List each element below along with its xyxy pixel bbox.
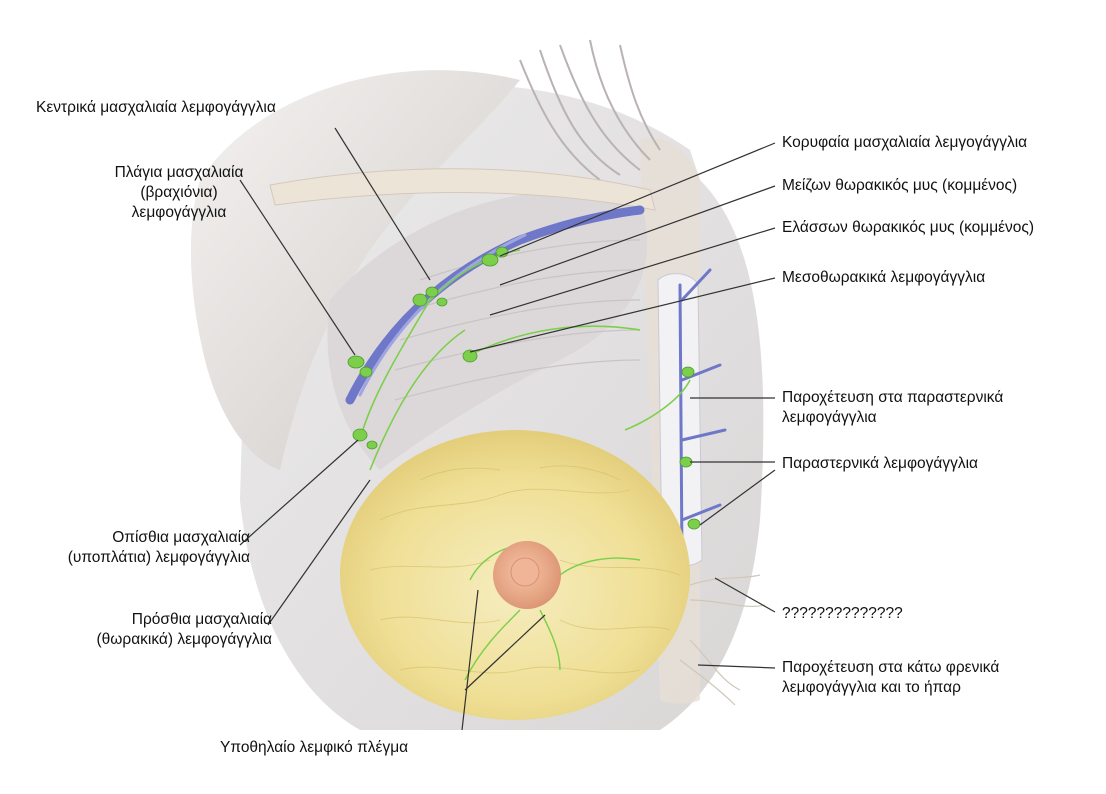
label-posterior-axillary-nodes: Οπίσθια μασχαλιαία (υποπλάτια) λεμφογάγγ… — [20, 528, 250, 568]
label-interpectoral-nodes: Μεσοθωρακικά λεμφογάγγλια — [782, 268, 985, 288]
label-anterior-axillary-nodes: Πρόσθια μασχαλιαία (θωρακικά) λεμφογάγγλ… — [20, 610, 272, 650]
label-unknown: ?????????????? — [782, 604, 903, 624]
label-parasternal-nodes: Παραστερνικά λεμφογάγγλια — [782, 454, 978, 474]
label-pectoralis-major: Μείζων θωρακικός μυς (κομμένος) — [782, 176, 1017, 196]
label-lateral-axillary-nodes: Πλάγια μασχαλιαία (βραχιόνια) λεμφογάγγλ… — [84, 163, 274, 223]
label-central-axillary-nodes: Κεντρικά μασχαλιαία λεμφογάγγλια — [36, 98, 276, 118]
label-subareolar-plexus: Υποθηλαίο λεμφικό πλέγμα — [220, 738, 408, 758]
nipple — [511, 558, 539, 586]
label-phrenic-drainage: Παροχέτευση στα κάτω φρενικά λεμφογάγγλι… — [782, 658, 999, 698]
label-parasternal-drainage: Παροχέτευση στα παραστερνικά λεμφογάγγλι… — [782, 388, 1003, 428]
label-pectoralis-minor: Ελάσσων θωρακικός μυς (κομμένος) — [782, 218, 1034, 238]
label-apical-axillary-nodes: Κορυφαία μασχαλιαία λεμγογάγγλια — [782, 133, 1027, 153]
